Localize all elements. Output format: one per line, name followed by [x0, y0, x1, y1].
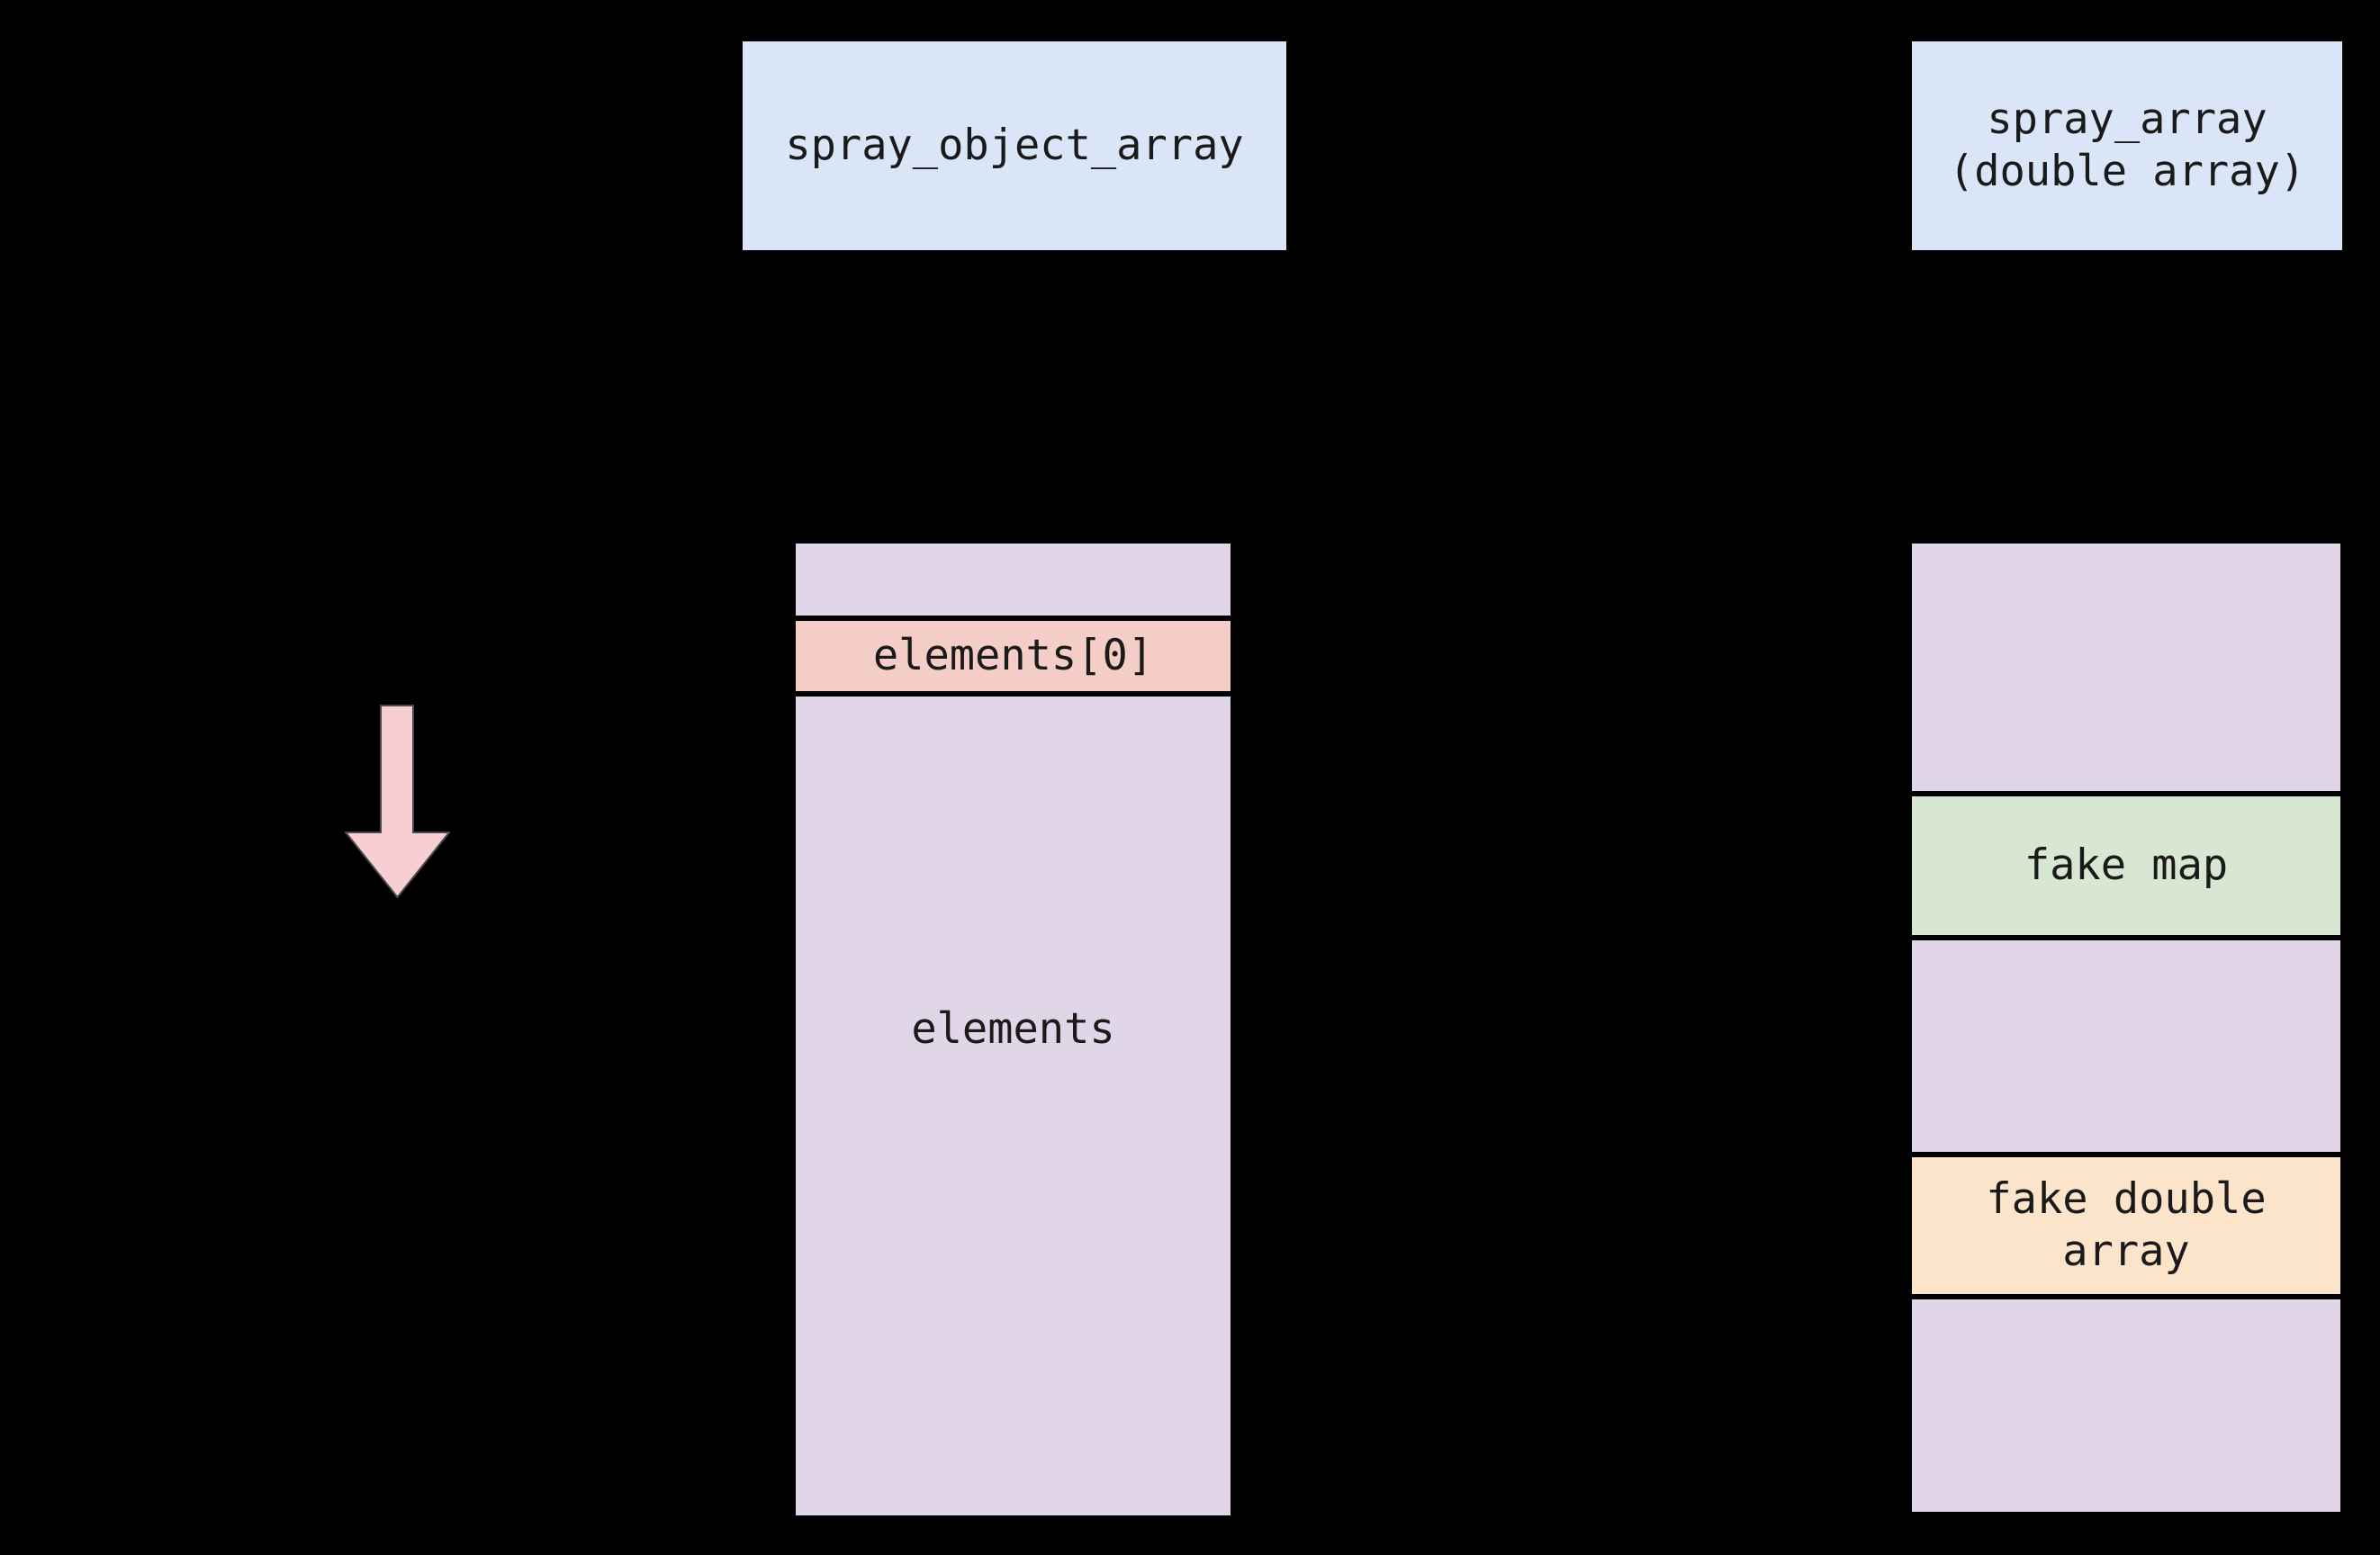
- elements0-cell: elements[0]: [796, 621, 1231, 691]
- fake-map-cell: fake map: [1912, 796, 2340, 935]
- spray-array-label: spray_array (double array): [1948, 94, 2306, 196]
- cell-divider: [1912, 1152, 2340, 1157]
- down-arrow-icon: [345, 705, 450, 899]
- cell-divider: [796, 691, 1231, 697]
- cell-divider: [796, 616, 1231, 621]
- spray-object-array-box: spray_object_array: [743, 41, 1286, 250]
- object-array-column: elements[0] elements: [796, 544, 1231, 1515]
- object-array-slot-top: [796, 544, 1231, 616]
- spray-object-array-label: spray_object_array: [785, 121, 1244, 170]
- double-array-column: fake map fake double array: [1912, 544, 2340, 1512]
- fake-double-array-label: fake double array: [1986, 1174, 2267, 1276]
- down-arrow-shape: [345, 705, 450, 899]
- fake-double-array-cell: fake double array: [1912, 1157, 2340, 1294]
- fake-map-label: fake map: [2024, 840, 2229, 890]
- cell-divider: [1912, 935, 2340, 940]
- object-array-elements-body: [796, 697, 1231, 1515]
- spray-array-box: spray_array (double array): [1912, 41, 2342, 250]
- double-array-slot-middle: [1912, 940, 2340, 1152]
- cell-divider: [1912, 791, 2340, 796]
- double-array-slot-top: [1912, 544, 2340, 791]
- elements0-label: elements[0]: [872, 631, 1154, 680]
- cell-divider: [1912, 1294, 2340, 1299]
- double-array-slot-bottom: [1912, 1299, 2340, 1512]
